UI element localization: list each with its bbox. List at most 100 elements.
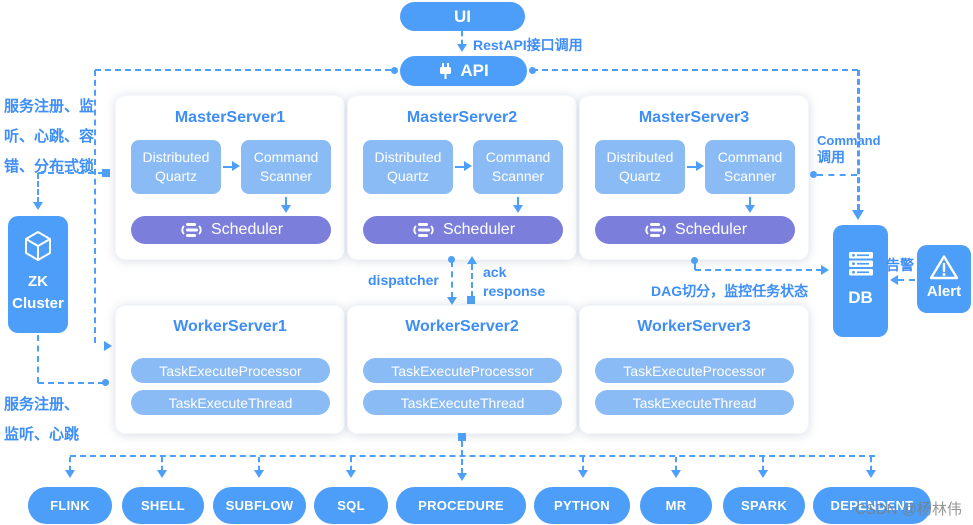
scheduler-bar: Scheduler [131,216,331,244]
task-execute-processor-pill: TaskExecuteProcessor [363,358,562,383]
ack-arrow [467,256,477,264]
scanner-scheduler-arrow [281,205,291,213]
worker-server-2-card: WorkerServer2 TaskExecuteProcessor TaskE… [347,305,577,434]
command-scanner-box: Command Scanner [705,140,795,194]
dispatcher-arrow [447,297,457,305]
api-node: API [400,56,527,86]
scanner-scheduler-arrow [745,205,755,213]
warning-icon [929,255,959,280]
quartz-scanner-arrow [696,161,704,171]
scheduler-bar: Scheduler [363,216,563,244]
zk-label-line2: Cluster [12,295,64,312]
zk-label-line1: ZK [28,273,48,290]
task-drop-arrow [758,470,768,478]
dag-label: DAG切分，监控任务状态 [651,283,809,299]
scheduler-bar: Scheduler [595,216,795,244]
task-drop-arrow [254,470,264,478]
task-drop-line [258,457,260,471]
master-zk-square [102,169,110,177]
alarm-label: 告警 [886,257,914,273]
dag-hline [695,269,822,271]
command-scanner-box: Command Scanner [241,140,331,194]
tasks-bus-line [70,455,875,457]
worker-1-title: WorkerServer1 [173,318,287,335]
task-drop-arrow [157,470,167,478]
alert-label: Alert [926,283,962,300]
ui-api-line [461,31,463,45]
worker-tasks-arrow [457,473,467,481]
scanner-scheduler-line [285,197,287,206]
dispatcher-line [451,261,453,298]
worker-3-title: WorkerServer3 [637,318,751,335]
ack-label: ack response [483,264,546,299]
zk-cluster-node: ZK Cluster [8,216,68,333]
dag-arrow [821,265,829,275]
left-worker-arrow [104,341,112,351]
task-subflow: SUBFLOW [213,487,306,524]
dispatcher-dot [448,256,455,263]
quartz-scanner-line [455,166,466,168]
api-left-line [95,69,391,71]
ack-line [471,264,473,297]
ui-label: UI [454,6,471,26]
right-vertical-line [857,70,860,210]
task-spark: SPARK [723,487,805,524]
api-left-dot [391,67,398,74]
alert-db-arrow [890,275,898,285]
task-python: PYTHON [534,487,630,524]
alert-node: Alert [917,245,971,313]
quartz-scanner-arrow [464,161,472,171]
scanner-scheduler-arrow [513,205,523,213]
task-drop-arrow [866,470,876,478]
worker-tasks-square [458,433,466,441]
worker-tasks-vline [461,441,463,474]
alert-db-line [898,279,915,281]
command-scanner-box: Command Scanner [473,140,563,194]
db-label: DB [848,288,873,307]
plug-icon [440,63,452,79]
task-execute-processor-pill: TaskExecuteProcessor [595,358,794,383]
task-execute-thread-pill: TaskExecuteThread [595,390,794,415]
master-1-title: MasterServer1 [174,109,286,126]
master-3-title: MasterServer3 [638,109,750,126]
task-drop-line [69,457,71,471]
scanner-scheduler-line [749,197,751,206]
task-drop-line [870,457,872,471]
distributed-quartz-box: Distributed Quartz [595,140,685,194]
task-procedure: PROCEDURE [396,487,526,524]
db-node: DB [833,225,888,337]
task-drop-arrow [671,470,681,478]
task-drop-arrow [578,470,588,478]
ui-node: UI [400,2,525,31]
command-label: Command 调用 [817,133,881,165]
ack-square [467,296,475,304]
zk-master-label: 服务注册、监 听、心跳、容 错、分布式锁 [4,98,95,175]
zk-worker-label: 服务注册、 监听、心跳 [4,396,80,443]
ui-api-arrow [457,44,467,52]
database-icon [848,252,873,276]
master-server-2-card: MasterServer2 Distributed Quartz Command… [347,95,577,260]
master-2-title: MasterServer2 [406,109,518,126]
task-flink: FLINK [28,487,112,524]
task-drop-arrow [65,470,75,478]
zk-worker-vline [37,335,39,383]
quartz-scanner-line [687,166,698,168]
task-drop-line [161,457,163,471]
master-server-3-card: MasterServer3 Distributed Quartz Command… [579,95,809,260]
db-down-arrow [852,210,864,220]
task-drop-arrow [346,470,356,478]
task-sql: SQL [314,487,388,524]
worker-server-3-card: WorkerServer3 TaskExecuteProcessor TaskE… [579,305,809,434]
left-vertical-line [94,70,96,343]
scheduler-icon [645,223,666,237]
worker-2-title: WorkerServer2 [405,318,519,335]
distributed-quartz-box: Distributed Quartz [363,140,453,194]
master-server-1-card: MasterServer1 Distributed Quartz Command… [115,95,345,260]
dag-vline [694,262,696,270]
task-drop-line [582,457,584,471]
task-drop-line [762,457,764,471]
task-shell: SHELL [122,487,204,524]
dispatcher-label: dispatcher [368,272,439,288]
scanner-scheduler-line [517,197,519,206]
